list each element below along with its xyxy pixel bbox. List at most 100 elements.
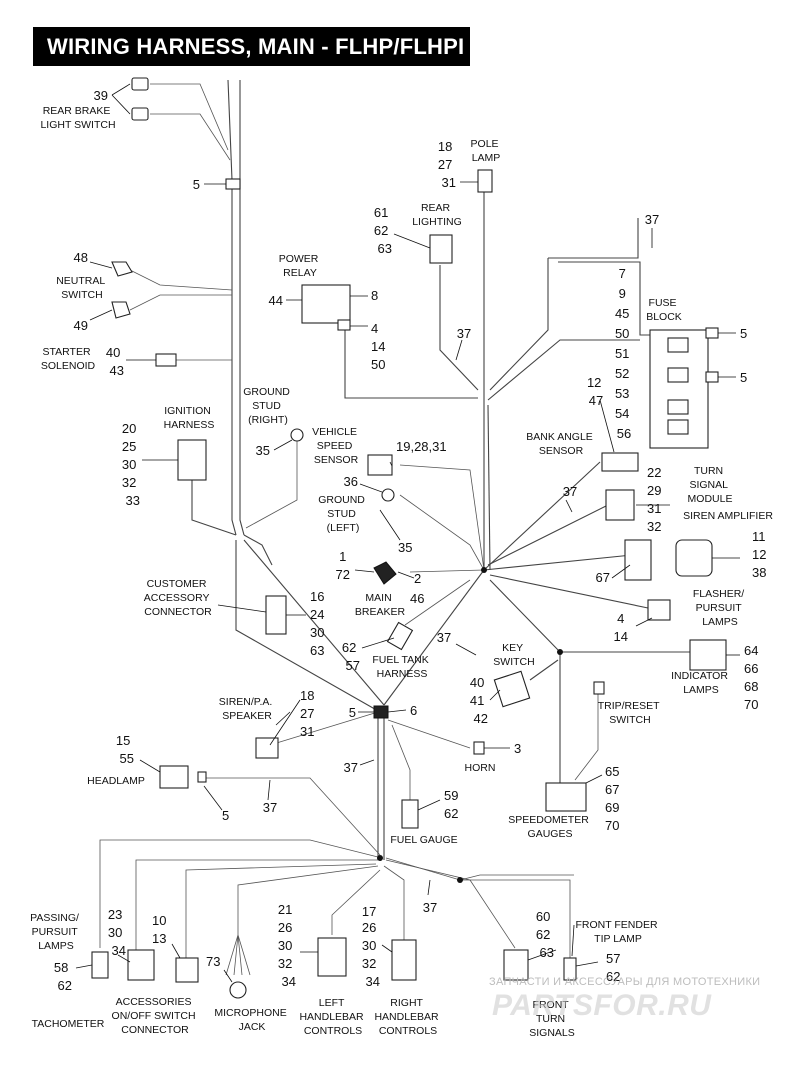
label-starter-solenoid: STARTER SOLENOID (41, 346, 96, 372)
fuse-block-wire (487, 339, 640, 401)
label-siren-amplifier: SIREN AMPLIFIER (683, 510, 773, 522)
label-turn-signal-module: TURN SIGNAL MODULE (688, 465, 733, 505)
callout-neutral-a: 48 (74, 250, 88, 265)
leader-mic-jack (223, 969, 233, 983)
fuel-gauge-wire (391, 724, 411, 800)
junction-dot-fender (457, 877, 463, 883)
horn-wire (387, 719, 471, 749)
callout-harness-lower: 37 (344, 760, 358, 775)
fuse-block-clip-b (705, 371, 719, 383)
left-handlebar-connector (317, 937, 347, 977)
leader-harness-front (427, 879, 431, 896)
leader-headlamp-clip (203, 785, 223, 811)
label-indicator-lamps: INDICATOR LAMPS (671, 670, 731, 696)
rear-brake-wire-a (150, 83, 229, 151)
junction-dot-indicator (557, 649, 563, 655)
tach-wire (135, 859, 378, 950)
callout-speedometer: 65 67 69 70 (605, 764, 623, 833)
callout-key-switch: 40 41 42 (470, 675, 488, 726)
turn-signal-module-wire (487, 504, 609, 566)
passing-lamp-connector (91, 951, 109, 979)
callout-passing-lamps: 58 62 (54, 960, 72, 993)
mic-jack-wire (237, 865, 379, 935)
fuel-tank-harness-connector (386, 621, 414, 651)
callout-horn: 3 (514, 741, 521, 756)
ground-left-wire (399, 494, 485, 571)
fuse-block-clip-a (705, 327, 719, 339)
center-down-wire (383, 569, 485, 706)
callout-harness-right: 37 (563, 484, 577, 499)
label-passing-pursuit-lamps: PASSING/ PURSUIT LAMPS (30, 912, 82, 952)
ignition-harness-connector (177, 439, 207, 481)
neutral-switch-connector-a (111, 261, 133, 277)
junction-clip (373, 705, 389, 719)
callout-ground-stud-left-b: 35 (398, 540, 412, 555)
callout-accessories-switch: 10 13 (152, 913, 170, 946)
label-bank-angle-sensor: BANK ANGLE SENSOR (526, 431, 595, 457)
callout-fuel-tank-harness: 62 57 (342, 640, 360, 673)
callout-junction-clip-left: 5 (349, 705, 356, 720)
flasher-wire (489, 574, 649, 609)
junction-dot-center (481, 567, 487, 573)
horn-connector (473, 741, 485, 755)
trunk-to-center-wire (243, 539, 385, 706)
callout-harness-mid: 37 (437, 630, 451, 645)
right-handlebar-wire (383, 865, 405, 940)
front-fender-wire (385, 857, 571, 958)
label-headlamp: HEADLAMP (87, 775, 145, 787)
bank-angle-sensor-connector (601, 452, 639, 472)
callout-left-handlebar: 21 26 30 32 34 (278, 902, 296, 989)
callout-microphone-jack: 73 (206, 954, 220, 969)
label-right-handlebar-controls: RIGHT HANDLEBAR CONTROLS (374, 997, 441, 1037)
components (91, 77, 727, 999)
headlamp-connector (159, 765, 189, 789)
callout-main-breaker-right: 2 46 (410, 571, 425, 606)
callout-turn-signal-module: 22 29 31 32 (647, 465, 665, 534)
leader-bank-angle (599, 399, 615, 453)
label-siren-pa-speaker: SIREN/P.A. SPEAKER (219, 696, 275, 722)
trip-reset-wire (574, 692, 599, 781)
power-relay-tab (337, 319, 351, 331)
leader-main-breaker (354, 569, 415, 579)
trunk-to-junction-wire (235, 540, 381, 713)
ground-right-wire (245, 440, 298, 529)
leader-harness-mid (455, 643, 477, 656)
leader-junction-clip (358, 709, 407, 713)
speaker-connector (255, 737, 279, 759)
label-left-handlebar-controls: LEFT HANDLEBAR CONTROLS (299, 997, 366, 1037)
leader-harness-upper (455, 339, 463, 361)
microphone-jack-body (229, 981, 247, 999)
callout-rear-lighting: 61 62 63 (374, 205, 392, 256)
rear-brake-switch-connector-b (131, 107, 149, 121)
label-vehicle-speed-sensor: VEHICLE SPEED SENSOR (312, 426, 360, 466)
callout-fuse-clip-b: 5 (740, 370, 747, 385)
customer-accessory-wire (243, 534, 273, 566)
headlamp-clip (197, 771, 207, 783)
callout-siren-pa-speaker: 18 27 31 (300, 688, 318, 739)
neutral-wire-b (129, 294, 232, 311)
harness-wires (99, 79, 705, 958)
tachometer-connector (127, 949, 155, 981)
watermark-logo: PARTSFOR.RU (492, 989, 712, 1022)
callout-rear-brake-clip: 5 (193, 177, 200, 192)
watermark-tagline: ЗАПЧАСТИ И АКСЕССУАРЫ ДЛЯ МОТОТЕХНИКИ (489, 976, 761, 988)
siren-amp-body (675, 539, 713, 577)
callout-indicator-lamps: 64 66 68 70 (744, 643, 762, 712)
callout-neutral-b: 49 (74, 318, 88, 333)
callout-harness-upper: 37 (457, 326, 471, 341)
starter-solenoid-connector (155, 353, 177, 367)
callout-flasher-pursuit: 4 14 (614, 611, 628, 644)
callout-fuse-block: 7 9 45 50 51 52 53 54 56 (615, 266, 633, 441)
neutral-wire-a (129, 269, 233, 291)
label-customer-accessory-connector: CUSTOMER ACCESSORY CONNECTOR (144, 578, 212, 618)
leader-headlamp (139, 759, 161, 773)
label-fuel-gauge: FUEL GAUGE (390, 834, 457, 846)
callout-tachometer: 23 30 34 (108, 907, 126, 958)
front-turn-signals-connector (503, 949, 529, 981)
main-breaker-body (373, 561, 397, 585)
left-trunk-wire (227, 79, 237, 536)
customer-accessory-connector (265, 595, 287, 635)
label-fuel-tank-harness: FUEL TANK HARNESS (372, 654, 431, 680)
callout-front-fender-tip: 57 62 (606, 951, 624, 984)
leader-rear-lighting (393, 233, 431, 249)
